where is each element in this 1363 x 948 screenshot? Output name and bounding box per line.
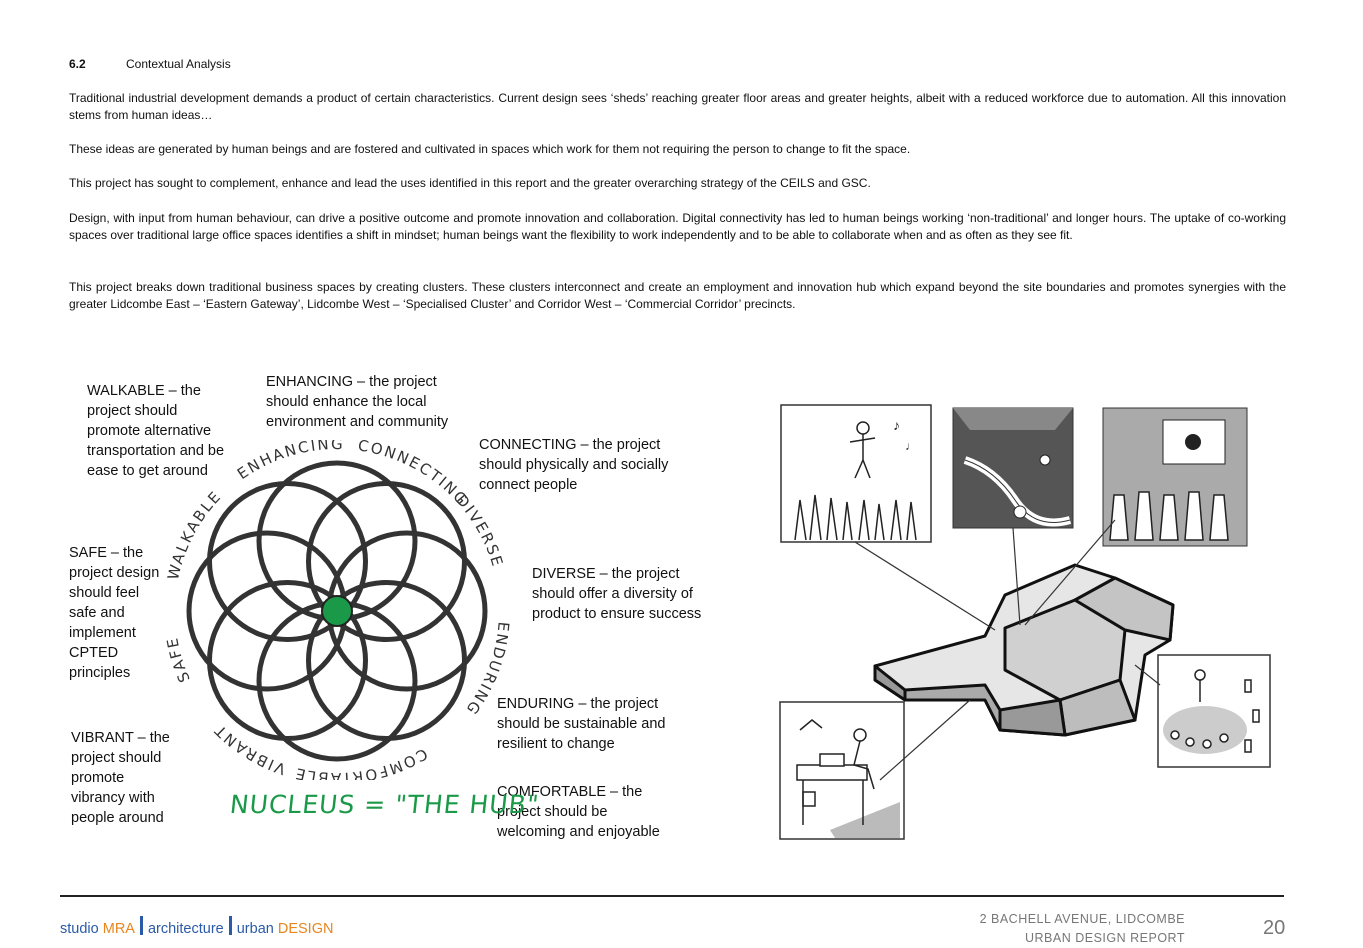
- brand-divider: [139, 916, 143, 935]
- panel-pathway-sketch: [952, 407, 1074, 529]
- panel-presentation-sketch: [1102, 407, 1248, 547]
- ring-word: SAFE: [165, 635, 194, 685]
- panel-desk-sketch: [779, 701, 905, 840]
- brand-design: DESIGN: [277, 921, 334, 937]
- ring-word: COMFORTABLE: [292, 745, 430, 780]
- label-walkable: WALKABLE – the project should promote al…: [87, 383, 225, 479]
- label-comfortable: COMFORTABLE – the project should be welc…: [497, 784, 660, 840]
- brand-architecture: architecture: [147, 921, 224, 937]
- label-diverse: DIVERSE – the project should offer a div…: [532, 566, 702, 622]
- cluster-massing: [873, 563, 1175, 737]
- footer-rule: [60, 895, 1284, 897]
- brand-studio: studio: [60, 921, 99, 937]
- panel-performance-sketch: ♪ ♩: [780, 404, 932, 543]
- footer-address: 2 BACHELL AVENUE, LIDCOMBE: [979, 912, 1185, 926]
- paragraph-2: These ideas are generated by human being…: [69, 142, 911, 156]
- hub-label: NUCLEUS = "THE HUB": [228, 790, 541, 819]
- ring-word: ENDURING: [462, 621, 513, 719]
- svg-text:♪: ♪: [893, 417, 900, 433]
- hub-nucleus: [321, 595, 353, 627]
- svg-text:♩: ♩: [905, 439, 917, 453]
- section-title: Contextual Analysis: [126, 57, 231, 71]
- cluster-illustration: ♪ ♩: [779, 404, 1271, 840]
- brand-divider: [228, 916, 232, 935]
- label-enduring: ENDURING – the project should be sustain…: [497, 696, 666, 752]
- paragraph-5: This project breaks down traditional bus…: [69, 280, 1286, 311]
- label-safe: SAFE – the project design should feel sa…: [69, 545, 160, 681]
- brand-mra: MRA: [102, 921, 135, 937]
- label-vibrant: VIBRANT – the project should promote vib…: [71, 730, 170, 826]
- panel-gathering-sketch: [1157, 654, 1271, 768]
- footer-brand: studio MRA architecture urban DESIGN: [60, 916, 333, 937]
- label-connecting: CONNECTING – the project should physical…: [479, 437, 669, 493]
- page-number: 20: [1263, 917, 1286, 939]
- footer-report-title: URBAN DESIGN REPORT: [1025, 931, 1185, 945]
- section-number: 6.2: [69, 57, 86, 71]
- footer-address-block: 2 BACHELL AVENUE, LIDCOMBE URBAN DESIGN …: [980, 910, 1185, 948]
- label-enhancing: ENHANCING – the project should enhance t…: [266, 374, 449, 430]
- paragraph-3: This project has sought to complement, e…: [69, 176, 871, 190]
- paragraph-4: Design, with input from human behaviour,…: [69, 211, 1286, 242]
- petal-circle: [207, 481, 369, 643]
- brand-urban: urban: [236, 921, 274, 937]
- paragraph-1: Traditional industrial development deman…: [69, 91, 1286, 122]
